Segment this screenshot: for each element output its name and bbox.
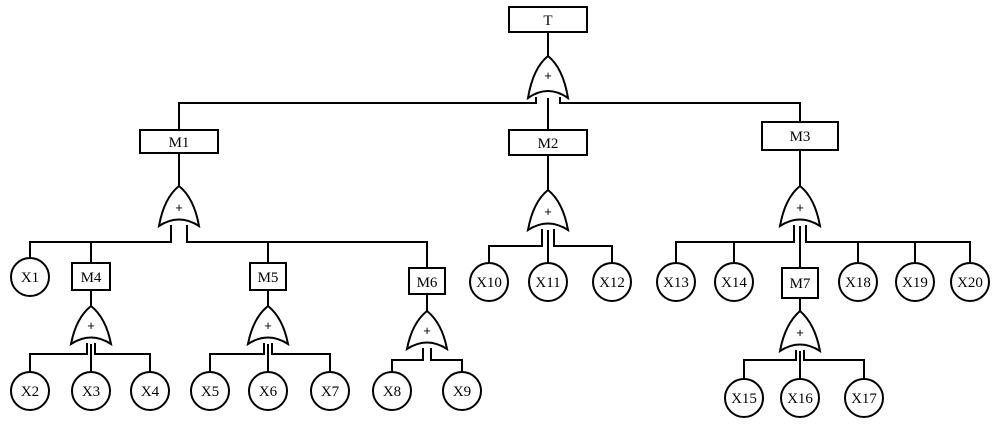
svg-text:X3: X3: [82, 384, 100, 400]
gate-symbol: +: [175, 200, 183, 215]
svg-text:X5: X5: [201, 384, 219, 400]
svg-text:X20: X20: [957, 275, 983, 291]
svg-text:X15: X15: [731, 391, 757, 407]
event-label: M4: [81, 270, 102, 286]
event-label: M6: [417, 275, 438, 291]
svg-text:X1: X1: [21, 270, 39, 286]
svg-text:X13: X13: [663, 275, 689, 291]
basic-event-X17: X17: [844, 378, 884, 418]
basic-event-X15: X15: [724, 378, 764, 418]
basic-event-X2: X2: [10, 371, 50, 411]
or-gate-M2: +: [526, 188, 570, 233]
event-label: M5: [258, 270, 279, 286]
event-label: M7: [790, 276, 811, 292]
top-event-T: T: [508, 6, 588, 33]
basic-event-X16: X16: [780, 378, 820, 418]
basic-event-X20: X20: [950, 262, 990, 302]
basic-event-X19: X19: [895, 262, 935, 302]
gate-symbol: +: [796, 200, 804, 215]
event-label: M2: [538, 136, 559, 152]
svg-text:X10: X10: [476, 275, 502, 291]
svg-text:X6: X6: [259, 384, 278, 400]
event-label: M1: [169, 135, 190, 151]
basic-event-X12: X12: [592, 262, 632, 302]
basic-event-X5: X5: [190, 371, 230, 411]
basic-event-X11: X11: [528, 262, 568, 302]
intermediate-event-M6: M6: [408, 267, 446, 295]
intermediate-event-M1: M1: [139, 129, 219, 154]
basic-event-X4: X4: [130, 371, 170, 411]
basic-event-X3: X3: [71, 371, 111, 411]
intermediate-event-M7: M7: [781, 267, 819, 299]
or-gate-M6: +: [405, 309, 449, 352]
or-gate-M4: +: [69, 304, 113, 347]
svg-text:X4: X4: [141, 384, 160, 400]
svg-text:X9: X9: [453, 384, 471, 400]
svg-text:X14: X14: [721, 275, 747, 291]
basic-event-X6: X6: [248, 371, 288, 411]
basic-event-X9: X9: [442, 371, 482, 411]
basic-event-X8: X8: [372, 371, 412, 411]
or-gate-M3: +: [778, 184, 822, 229]
gate-symbol: +: [544, 204, 552, 219]
basic-event-X1: X1: [10, 257, 50, 297]
svg-text:X16: X16: [787, 391, 813, 407]
basic-event-X13: X13: [656, 262, 696, 302]
event-label: M3: [790, 129, 811, 145]
or-gate-M7: +: [778, 309, 822, 354]
svg-text:X11: X11: [535, 275, 560, 291]
intermediate-event-M3: M3: [761, 121, 839, 151]
gate-symbol: +: [423, 323, 431, 338]
gate-symbol: +: [796, 325, 804, 340]
basic-event-X14: X14: [714, 262, 754, 302]
or-gate-M5: +: [246, 304, 290, 347]
intermediate-event-M4: M4: [71, 262, 111, 291]
gate-symbol: +: [264, 318, 272, 333]
svg-text:X18: X18: [845, 275, 871, 291]
gate-symbol: +: [544, 68, 552, 83]
basic-event-X18: X18: [838, 262, 878, 302]
basic-event-X10: X10: [469, 262, 509, 302]
svg-text:X8: X8: [383, 384, 401, 400]
svg-text:X12: X12: [599, 275, 625, 291]
svg-text:X17: X17: [851, 391, 877, 407]
gate-symbol: +: [87, 318, 95, 333]
intermediate-event-M2: M2: [508, 129, 588, 156]
intermediate-event-M5: M5: [249, 262, 287, 291]
or-gate-M1: +: [157, 184, 201, 229]
basic-event-X7: X7: [310, 371, 350, 411]
top-event-label: T: [543, 13, 552, 29]
connector-lines: [29, 32, 971, 379]
svg-text:X2: X2: [21, 384, 39, 400]
or-gate-T: +: [526, 54, 570, 101]
svg-text:X7: X7: [321, 384, 340, 400]
svg-text:X19: X19: [902, 275, 928, 291]
